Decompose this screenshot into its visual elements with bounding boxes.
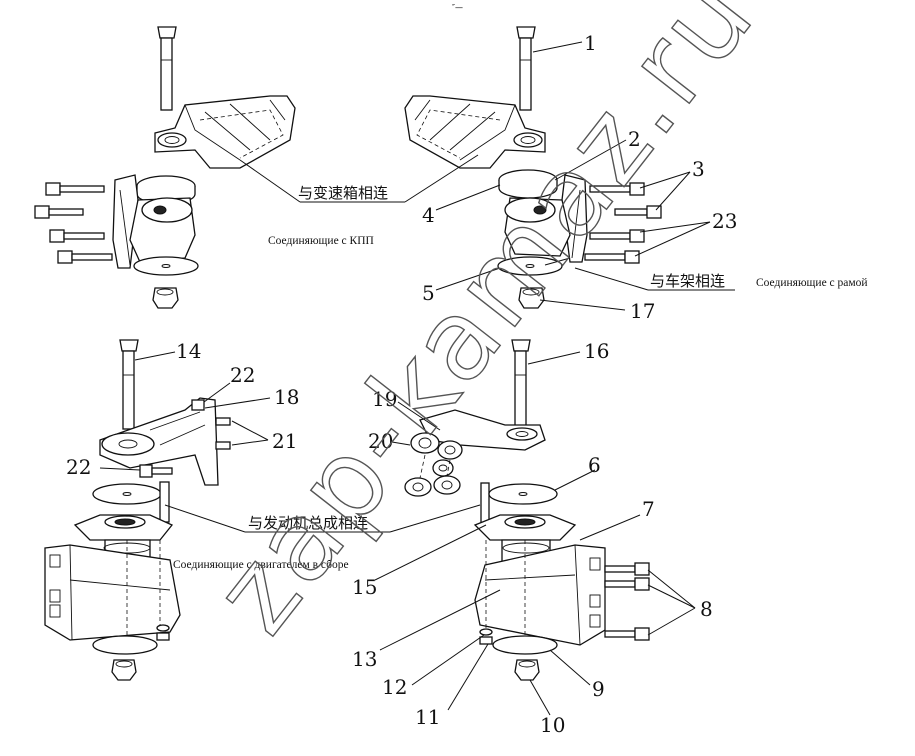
label-7: 7 — [642, 497, 655, 521]
label-4: 4 — [422, 203, 435, 227]
caption-engine-ru: Соединяющие с двигателем в сборе — [173, 559, 349, 571]
mount-base-bottom-right — [473, 514, 606, 650]
caption-frame-ru: Соединяющие с рамой — [756, 277, 868, 289]
lower-washer-bottom-left — [92, 635, 158, 655]
washer-top-left — [133, 256, 199, 276]
bushings-bottom-right — [404, 432, 463, 497]
label-15: 15 — [352, 575, 377, 599]
bolt-bottom-left — [119, 339, 139, 430]
label-9: 9 — [592, 677, 605, 701]
label-21: 21 — [272, 429, 297, 453]
label-23: 23 — [712, 209, 737, 233]
washer-bottom-left — [92, 483, 162, 505]
label-3: 3 — [692, 157, 705, 181]
label-19: 19 — [372, 387, 397, 411]
bolt-top-left — [157, 26, 177, 111]
label-16: 16 — [584, 339, 609, 363]
label-14: 14 — [176, 339, 201, 363]
label-2: 2 — [628, 127, 641, 151]
nut-top-right — [518, 287, 545, 309]
label-22-upper: 22 — [230, 363, 255, 387]
bolt-top-right — [516, 26, 536, 111]
label-20: 20 — [368, 429, 393, 453]
label-8: 8 — [700, 597, 713, 621]
label-11: 11 — [415, 705, 440, 729]
bolt-22-lower-left — [139, 464, 173, 478]
label-12: 12 — [382, 675, 407, 699]
label-10: 10 — [540, 713, 565, 737]
label-6: 6 — [588, 453, 601, 477]
bottom-right-assembly — [404, 339, 650, 681]
label-5: 5 — [422, 281, 435, 305]
side-bolts-top-right — [584, 182, 662, 264]
washer-top-right — [497, 256, 563, 276]
nut-bottom-left — [111, 659, 137, 681]
leader-lines — [99, 41, 735, 716]
label-1: 1 — [584, 31, 597, 55]
top-right-assembly — [404, 26, 662, 309]
small-nut-bottom-left — [156, 624, 170, 641]
label-22-lower: 22 — [66, 455, 91, 479]
part-labels: 1 2 3 4 5 6 7 8 9 10 11 12 13 14 15 16 1… — [66, 31, 737, 737]
small-nut-bottom-right — [479, 628, 493, 645]
rubber-pad-top-right — [498, 169, 558, 199]
bottom-left-assembly — [44, 339, 231, 681]
stud-bottom-left — [159, 481, 170, 523]
mount-body-top-left — [112, 174, 196, 269]
caption-transmission-ru: Соединяющие с КПП — [268, 235, 374, 247]
side-bolts-bottom-right — [604, 562, 650, 641]
washer-bottom-right — [488, 483, 558, 505]
bracket-bottom-left — [99, 397, 231, 486]
top-left-assembly — [34, 26, 296, 309]
bracket-bottom-right — [419, 409, 546, 451]
label-17: 17 — [630, 299, 655, 323]
lower-washer-bottom-right — [492, 635, 558, 655]
side-bolts-top-left — [34, 182, 113, 264]
bracket-top-left — [154, 95, 296, 169]
caption-frame-cn: 与车架相连 — [650, 272, 725, 290]
bracket-top-right — [404, 95, 546, 169]
nut-top-left — [152, 287, 179, 309]
stud-bottom-right — [480, 482, 490, 524]
nut-bottom-right — [514, 659, 540, 681]
caption-engine-cn: 与发动机总成相连 — [248, 514, 368, 532]
label-18: 18 — [274, 385, 299, 409]
caption-transmission-cn: 与变速箱相连 — [298, 184, 388, 202]
captions: 与变速箱相连 Соединяющие с КПП 与车架相连 Соединяющ… — [173, 184, 868, 571]
label-13: 13 — [352, 647, 377, 671]
mount-body-top-right — [504, 174, 588, 263]
mount-base-bottom-left — [44, 514, 181, 650]
header-mark: ″— — [452, 3, 463, 12]
